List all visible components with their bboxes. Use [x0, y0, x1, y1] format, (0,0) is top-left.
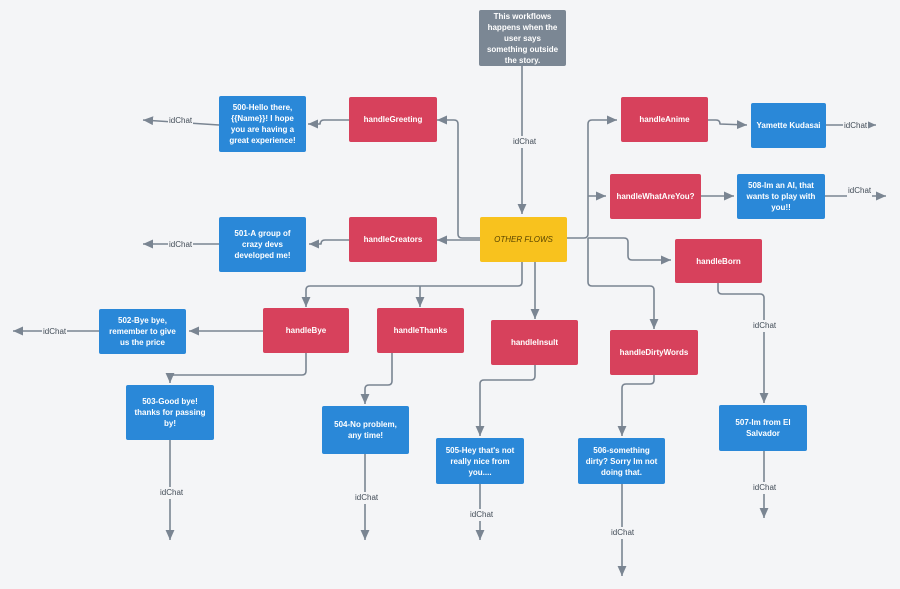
edge-hub-born: [588, 237, 671, 265]
edge-hub-anime: [567, 115, 617, 239]
handle-insult-node[interactable]: handleInsult: [491, 320, 578, 365]
handle-anime-node[interactable]: handleAnime: [621, 97, 708, 142]
edge-label-503-out: idChat: [159, 487, 185, 499]
other-flows-node[interactable]: OTHER FLOWS: [480, 217, 567, 262]
edge-label-507-out: idChat: [752, 482, 778, 494]
response-502-node[interactable]: 502-Bye bye, remember to give us the pri…: [99, 309, 186, 354]
response-507-node[interactable]: 507-Im from El Salvador: [719, 405, 807, 451]
edge-label-504-out: idChat: [354, 492, 380, 504]
handle-bye-node[interactable]: handleBye: [263, 308, 349, 353]
response-506-node[interactable]: 506-something dirty? Sorry Im not doing …: [578, 438, 665, 484]
edge-label-502-out: idChat: [42, 326, 68, 338]
response-505-node[interactable]: 505-Hey that's not really nice from you.…: [436, 438, 524, 484]
edge-label-born-507: idChat: [752, 320, 778, 332]
edge-label-note-hub: idChat: [512, 136, 538, 148]
response-500-node[interactable]: 500-Hello there, {{Name}}! I hope you ar…: [219, 96, 306, 152]
handle-creators-node[interactable]: handleCreators: [349, 217, 437, 262]
edge-dirty-506: [617, 375, 655, 436]
response-501-node[interactable]: 501-A group of crazy devs developed me!: [219, 217, 306, 272]
edge-label-501-out: idChat: [168, 239, 194, 251]
edge-thanks-504: [360, 353, 393, 404]
edge-hub-greeting: [437, 115, 480, 239]
handle-greeting-node[interactable]: handleGreeting: [349, 97, 437, 142]
edge-greeting-500: [308, 119, 349, 129]
edge-label-500-out: idChat: [168, 115, 194, 127]
edge-bye-503: [165, 353, 307, 383]
edge-insult-505: [475, 365, 536, 436]
response-yamette-node[interactable]: Yamette Kudasai: [751, 103, 826, 148]
edge-label-506-out: idChat: [610, 527, 636, 539]
handle-born-node[interactable]: handleBorn: [675, 239, 762, 283]
edge-creators-501: [309, 239, 349, 249]
handle-thanks-node[interactable]: handleThanks: [377, 308, 464, 353]
handle-what-are-you-node[interactable]: handleWhatAreYou?: [610, 174, 701, 219]
handle-dirty-words-node[interactable]: handleDirtyWords: [610, 330, 698, 375]
response-503-node[interactable]: 503-Good bye! thanks for passing by!: [126, 385, 214, 440]
edge-label-yamette-out: idChat: [843, 120, 869, 132]
note-box[interactable]: This workflows happens when the user say…: [479, 10, 566, 66]
edge-hub-bye: [301, 262, 523, 307]
edge-hub-dirty: [587, 238, 659, 329]
edge-anime-yamette: [708, 119, 748, 130]
response-504-node[interactable]: 504-No problem, any time!: [322, 406, 409, 454]
edge-label-505-out: idChat: [469, 509, 495, 521]
edge-label-508-out: idChat: [847, 185, 873, 197]
edge-born-507: [717, 283, 769, 403]
response-508-node[interactable]: 508-Im an AI, that wants to play with yo…: [737, 174, 825, 219]
